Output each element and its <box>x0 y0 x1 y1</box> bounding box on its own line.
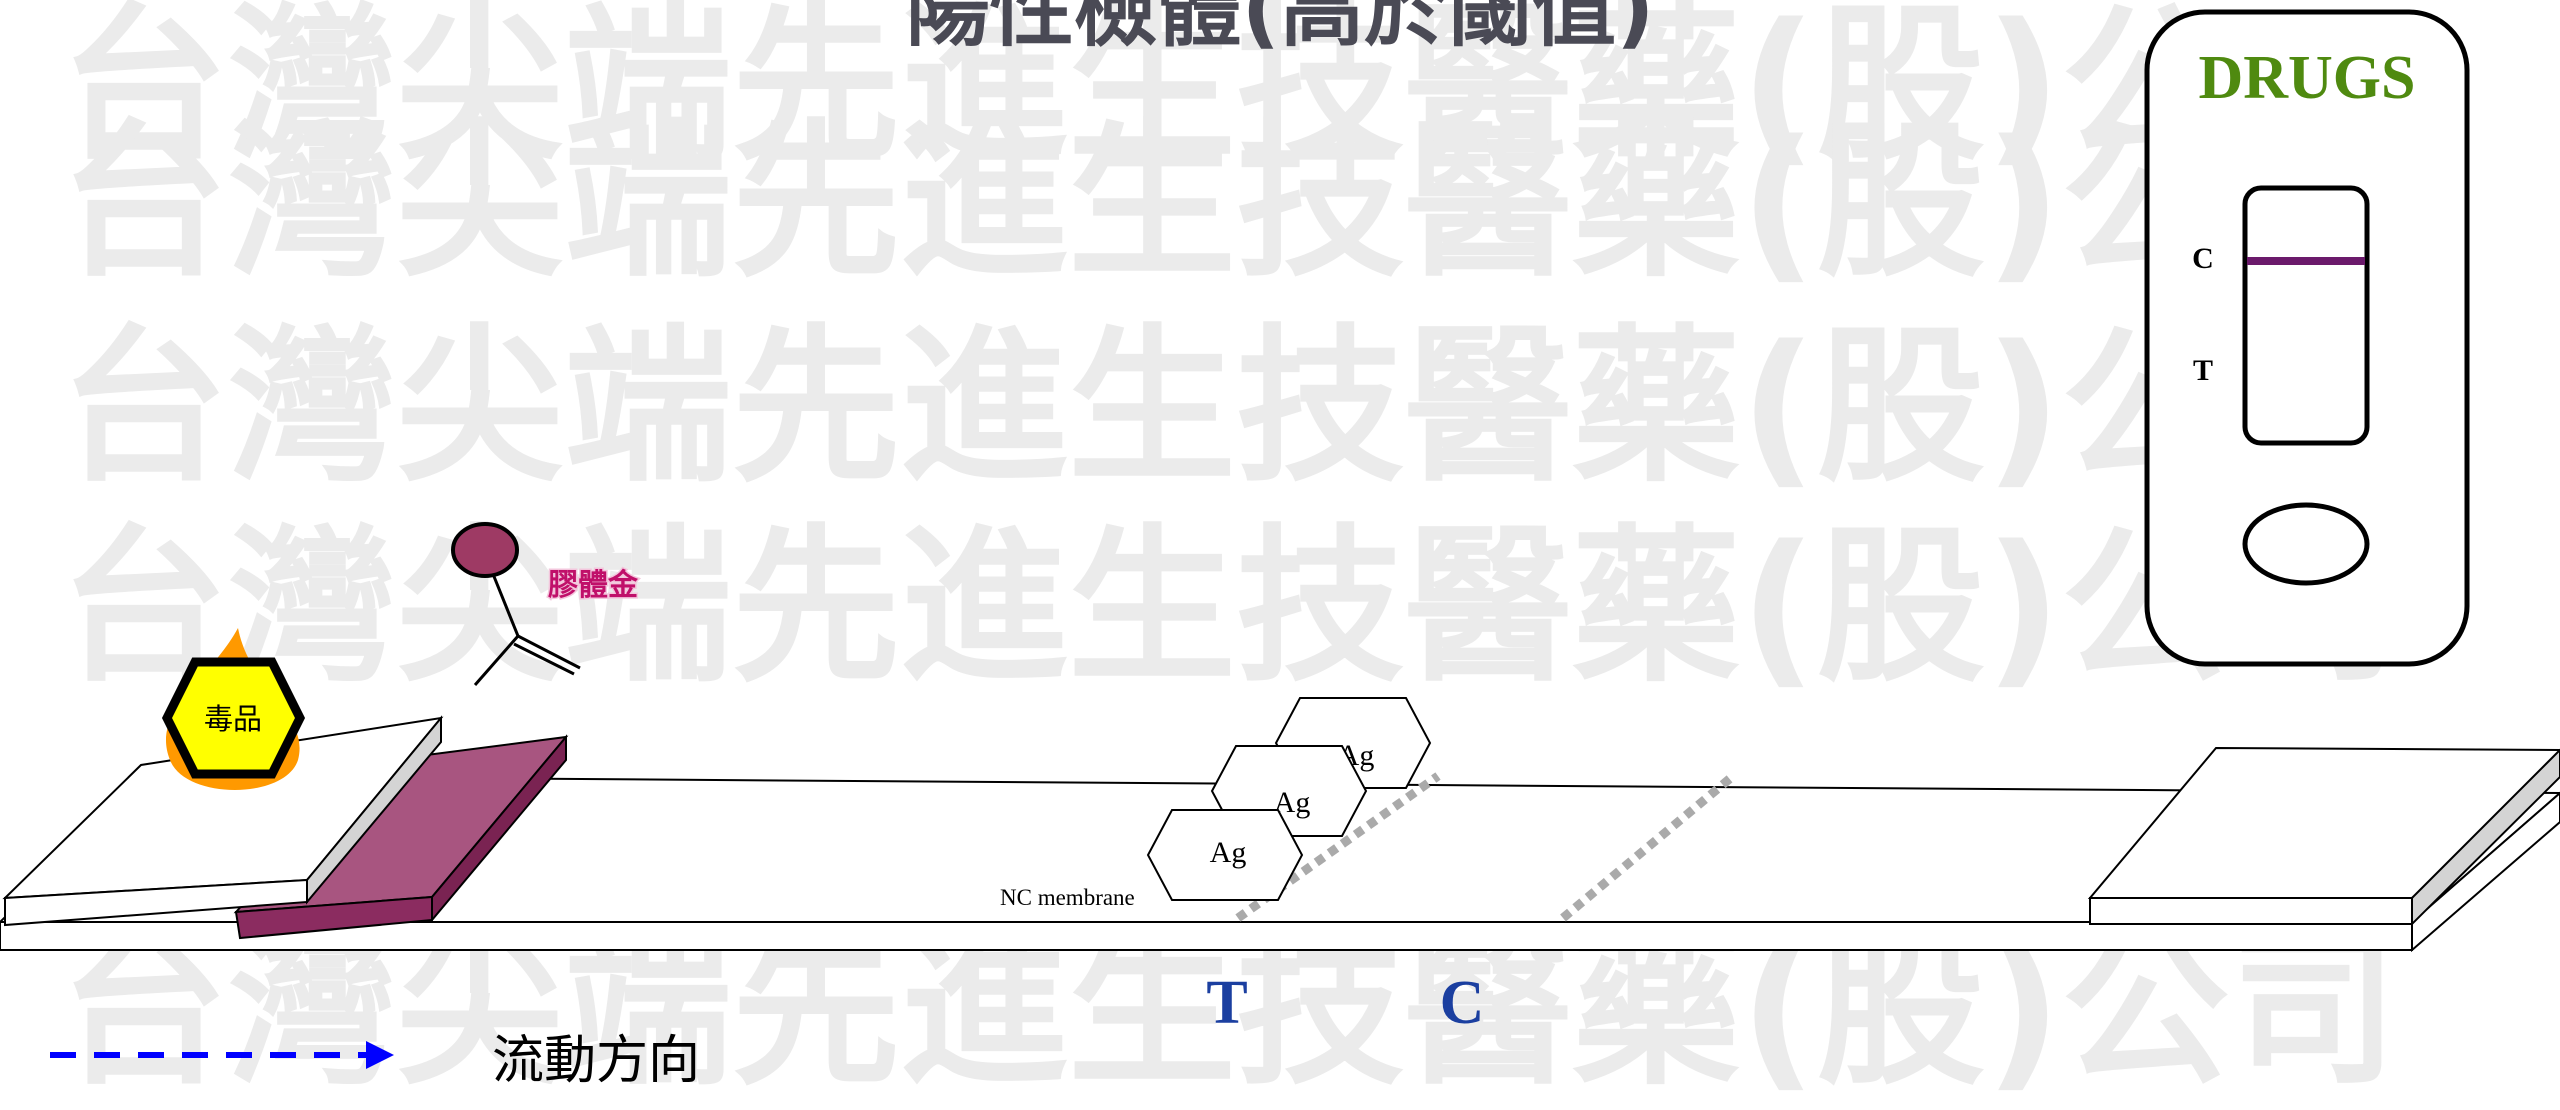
conjugate-pad-side <box>431 734 567 923</box>
test-mark: T <box>2193 354 2213 387</box>
drug-hexagon <box>161 657 306 779</box>
slide-title: 陽性檢體(高於閾值) <box>905 0 1655 58</box>
test-cassette: DRUGS C T <box>2144 9 2470 667</box>
control-line-label: C <box>1440 969 1485 1037</box>
antibody-arm-right-inner <box>513 642 575 676</box>
result-window <box>2242 185 2370 446</box>
drug-label: 毒品 <box>204 702 262 736</box>
antibody-arm-right <box>517 634 581 670</box>
membrane-label: NC membrane <box>1000 885 1135 910</box>
sample-pad <box>2 715 444 927</box>
gold-particle <box>451 522 519 578</box>
membrane-side <box>2411 791 2560 953</box>
gold-label: 膠體金 <box>548 568 639 603</box>
cassette-label: DRUGS <box>2198 44 2415 112</box>
flow-arrow <box>50 1041 394 1069</box>
control-zone-line <box>1560 772 1736 922</box>
antigen-label: Ag <box>1210 836 1247 869</box>
absorbent-pad-front <box>2089 897 2413 925</box>
absorbent-pad <box>2087 746 2560 927</box>
drug-molecule: 毒品 <box>161 628 306 790</box>
sample-pad-side <box>306 715 442 905</box>
gold-antibody: 膠體金 <box>451 522 640 686</box>
antigen-cluster: Ag Ag Ag <box>1146 697 1432 901</box>
antibody-stem <box>491 573 520 637</box>
antigen-hexagon <box>1146 809 1304 901</box>
test-line-label: T <box>1206 969 1247 1037</box>
sample-well <box>2242 502 2370 586</box>
antibody-arm-left <box>473 635 520 686</box>
control-mark: C <box>2192 242 2214 275</box>
arrow-right-icon <box>366 1041 394 1069</box>
lateral-flow-diagram: DRUGS C T NC membrane 毒品 <box>0 9 2560 1069</box>
flow-direction-label: 流動方向 <box>492 1031 701 1091</box>
absorbent-pad-side <box>2411 748 2560 927</box>
